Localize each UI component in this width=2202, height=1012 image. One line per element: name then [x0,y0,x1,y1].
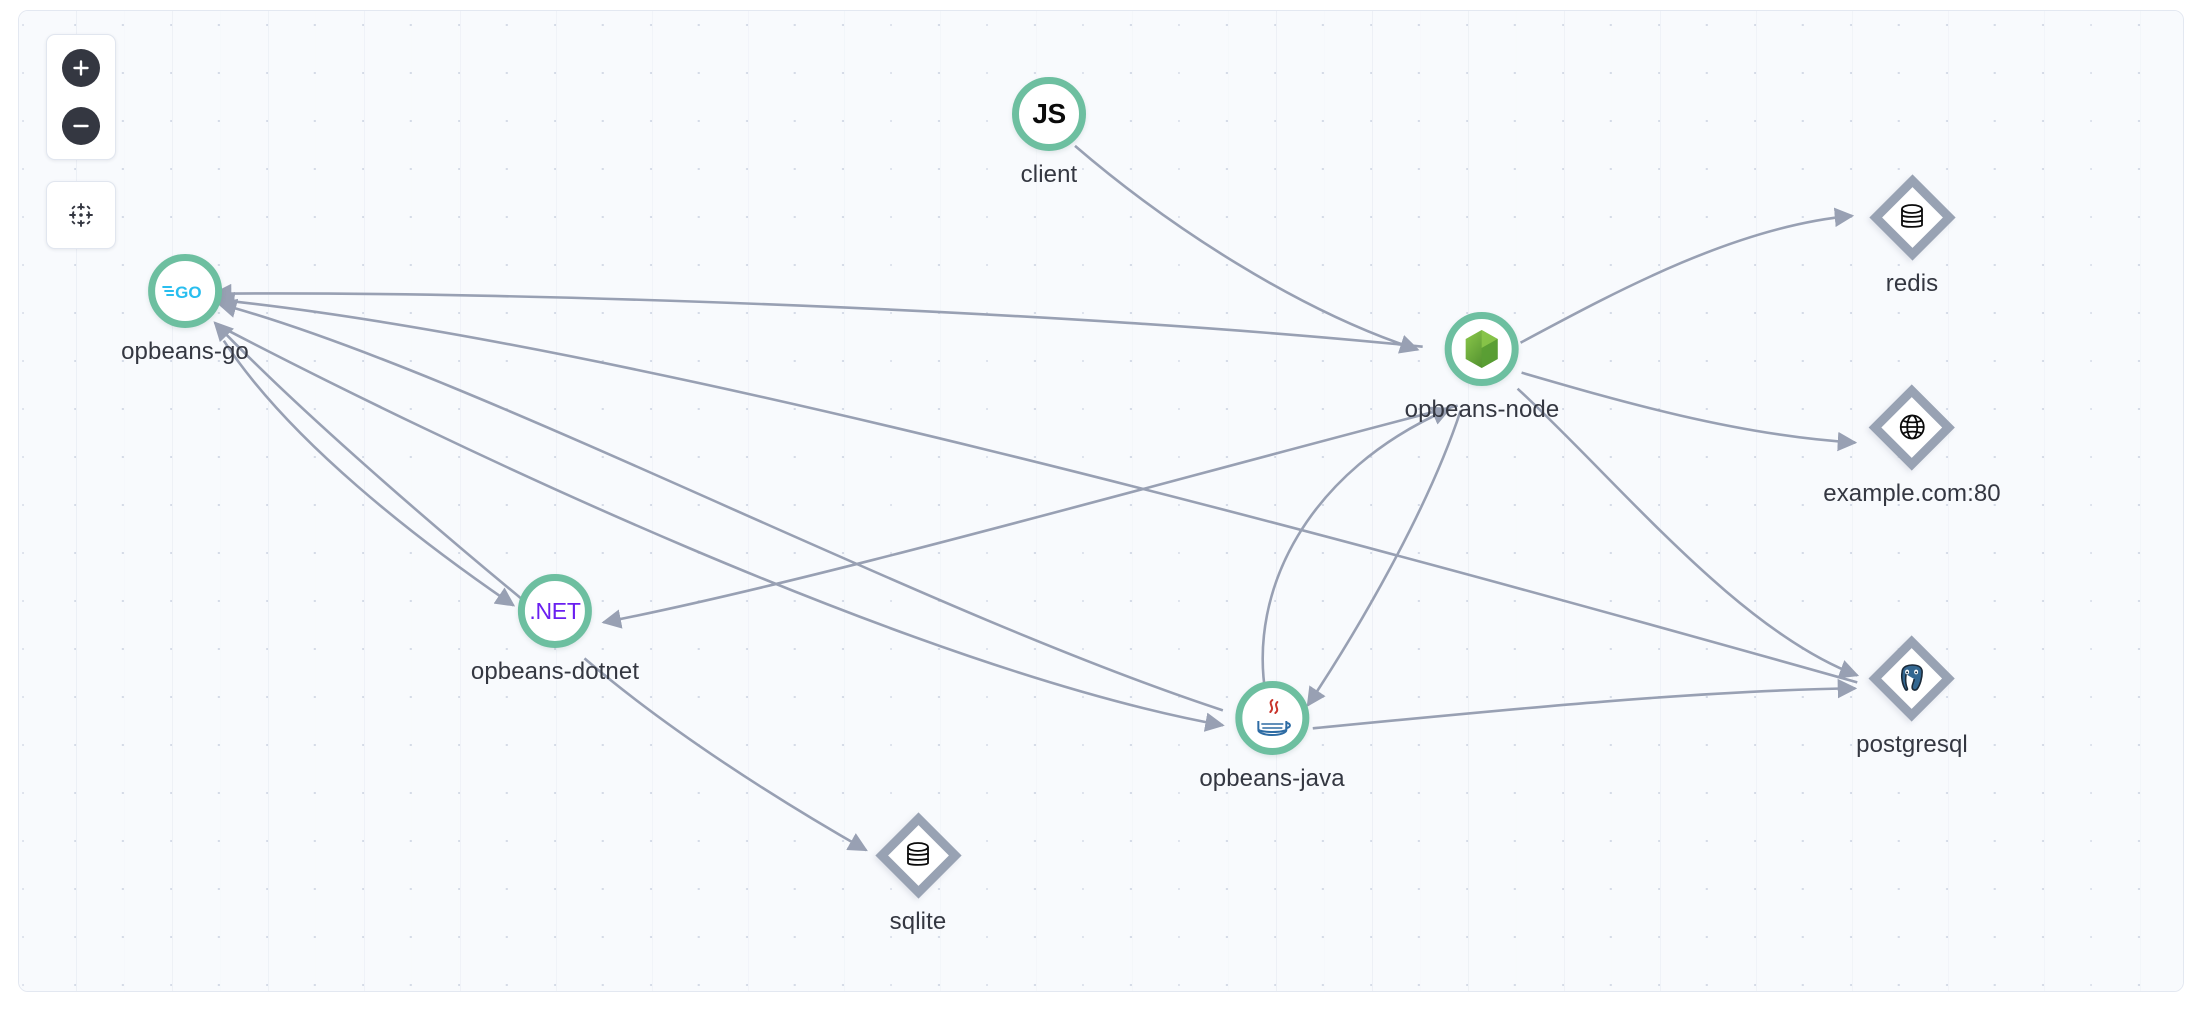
service-node-opbeans-java[interactable]: opbeans-java [1199,681,1345,793]
node-label: redis [1885,270,1939,297]
javascript-icon: JS [1032,98,1066,129]
dependency-node-example[interactable]: example.com:80 [1823,383,2001,508]
node-label: opbeans-dotnet [470,658,640,685]
opbeans-go-node-shape[interactable]: GO [148,254,222,328]
minus-icon [73,124,89,128]
plus-icon [73,60,89,76]
edge-opbeans-node-to-postgresql [1516,387,1860,679]
edge-opbeans-java-to-opbeans-go [216,298,1224,712]
zoom-controls-panel [46,34,116,160]
opbeans-dotnet-node-shape[interactable]: .NET [518,574,592,648]
service-node-opbeans-node[interactable]: opbeans-node [1405,312,1560,424]
node-label: postgresql [1856,731,1968,758]
node-label: opbeans-node [1404,396,1560,423]
service-node-client[interactable]: JS client [1012,77,1086,189]
dependency-node-sqlite[interactable]: sqlite [874,811,962,936]
center-map-button[interactable] [61,195,101,235]
example-node-shape[interactable] [1868,383,1956,471]
java-icon [1257,699,1291,736]
svg-text:GO: GO [175,283,201,301]
node-label: opbeans-java [1199,765,1345,792]
edge-opbeans-node-to-example [1521,371,1858,452]
postgresql-icon [1900,664,1923,691]
redis-node-shape[interactable] [1868,173,1956,261]
edge-opbeans-java-to-opbeans-node [1261,406,1452,696]
service-map-canvas[interactable]: JS client GO opbeans-go [18,10,2184,992]
database-icon [1901,204,1923,228]
globe-icon [1899,414,1925,440]
edge-opbeans-dotnet-to-opbeans-go [213,321,525,602]
service-node-opbeans-go[interactable]: GO opbeans-go [121,254,249,366]
dependency-node-postgresql[interactable]: postgresql [1856,634,1968,759]
sqlite-node-shape[interactable] [874,811,962,899]
zoom-out-button[interactable] [62,107,100,145]
postgresql-node-shape[interactable] [1868,634,1956,722]
center-control-panel [46,181,116,249]
dotnet-icon: .NET [529,597,581,624]
edge-opbeans-java-to-postgresql [1312,678,1858,730]
opbeans-node-node-shape[interactable] [1444,312,1519,386]
edge-opbeans-node-to-opbeans-go [211,283,1423,348]
node-label: opbeans-go [121,338,249,365]
nodejs-icon [1465,330,1498,368]
node-label: sqlite [889,908,947,935]
opbeans-java-node-shape[interactable] [1235,681,1309,755]
node-label: example.com:80 [1823,480,2001,507]
zoom-in-button[interactable] [62,49,100,87]
edge-opbeans-go-to-opbeans-java [218,324,1225,732]
crosshair-icon [69,203,93,227]
dependency-node-redis[interactable]: redis [1868,173,1956,298]
edge-opbeans-node-to-opbeans-java [1306,410,1462,707]
edge-opbeans-go-to-opbeans-dotnet [222,339,516,607]
go-icon: GO [162,283,201,301]
edge-layer [211,144,1860,852]
database-icon [907,842,929,866]
client-node-shape[interactable]: JS [1012,77,1086,151]
service-node-opbeans-dotnet[interactable]: .NET opbeans-dotnet [471,574,639,686]
edge-client-to-opbeans-node [1074,144,1420,354]
edge-opbeans-java-to-opbeans-dotnet [601,404,1458,629]
node-label: client [1020,161,1078,188]
edge-postgresql-to-opbeans-go [214,291,1858,684]
edge-opbeans-node-to-redis [1519,207,1855,344]
edge-opbeans-dotnet-to-sqlite [583,657,868,852]
